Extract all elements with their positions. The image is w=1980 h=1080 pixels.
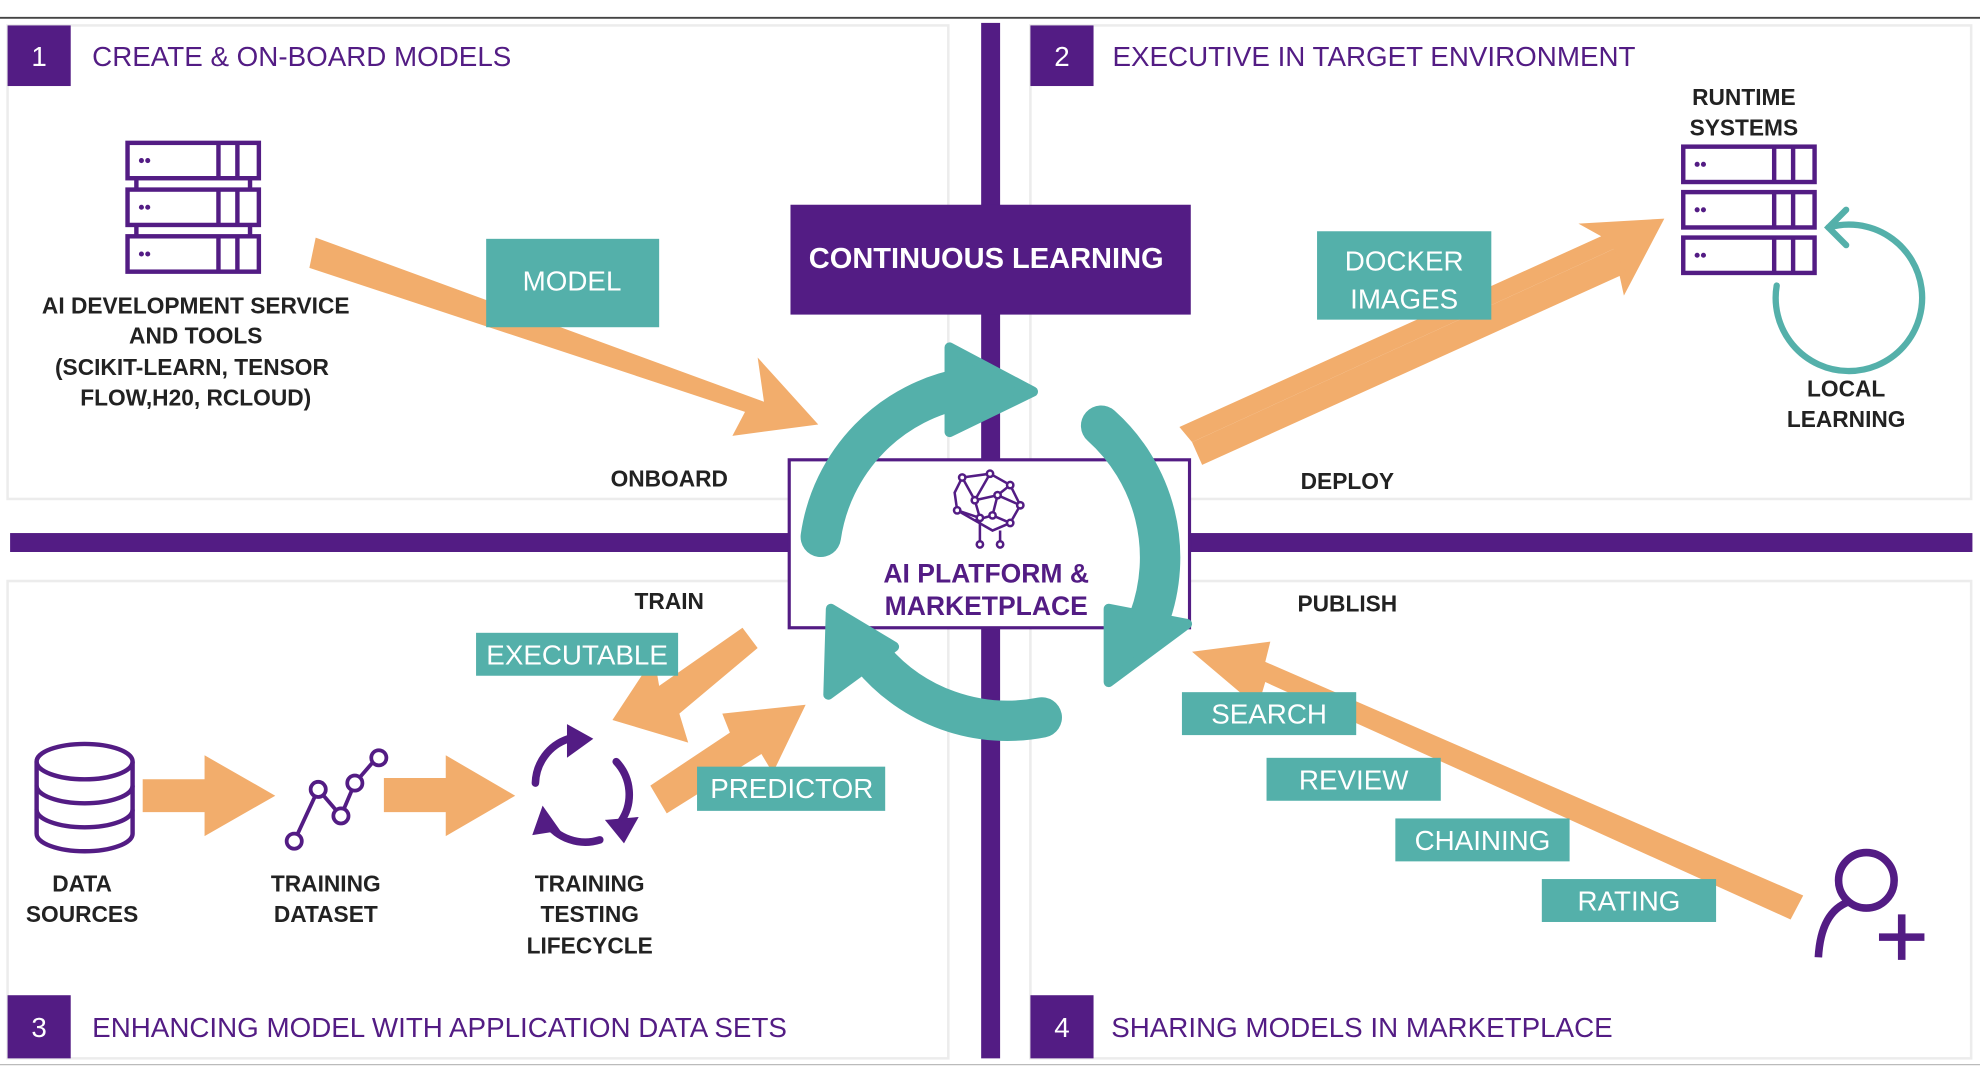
deploy-arrow-shaft	[1192, 248, 1627, 465]
lifecycle-label-line3: LIFECYCLE	[527, 933, 653, 959]
q2-number: 2	[1054, 41, 1069, 72]
q2-heading: 2 EXECUTIVE IN TARGET ENVIRONMENT	[1030, 25, 1636, 87]
cycle-icon	[531, 724, 639, 846]
docker-tag-line2: IMAGES	[1350, 283, 1458, 314]
review-tag	[1266, 757, 1441, 801]
q2-title: EXECUTIVE IN TARGET ENVIRONMENT	[1112, 41, 1635, 72]
predictor-arrow	[650, 704, 806, 814]
q1-number-badge	[7, 25, 71, 87]
review-tag-label: REVIEW	[1299, 764, 1409, 795]
q1-number: 1	[31, 41, 46, 72]
data-sources-label-line1: DATA	[52, 871, 112, 897]
ai-dev-service-label: AI DEVELOPMENT SERVICE AND TOOLS (SCIKIT…	[42, 292, 350, 410]
predictor-tag	[697, 766, 886, 811]
cycle-arrowhead-right	[1103, 603, 1193, 688]
rating-tag	[1541, 879, 1717, 922]
local-learning-loop-icon	[1772, 206, 1926, 375]
svg-text:SYSTEMS: SYSTEMS	[1690, 114, 1799, 140]
docker-tag-line1: DOCKER	[1345, 245, 1464, 276]
lifecycle-label-line2: TESTING	[540, 901, 638, 927]
onboard-label: ONBOARD	[611, 465, 728, 491]
cycle-arrowhead-bottom	[823, 603, 900, 700]
q3-number-badge	[7, 995, 71, 1059]
platform-label-line1: AI PLATFORM &	[883, 558, 1089, 588]
step-labels: DATA SOURCES TRAINING DATASET TRAINING T…	[26, 871, 653, 959]
q4-number: 4	[1054, 1012, 1069, 1043]
cycle-arrowhead-top	[944, 342, 1038, 438]
q4-number-badge	[1030, 995, 1094, 1059]
q4-heading: 4 SHARING MODELS IN MARKETPLACE	[1030, 995, 1613, 1059]
predictor-tag-label: PREDICTOR	[710, 773, 873, 804]
q3-number: 3	[31, 1012, 46, 1043]
runtime-server-stack-icon	[1681, 144, 1817, 276]
q3-title: ENHANCING MODEL WITH APPLICATION DATA SE…	[92, 1012, 787, 1043]
platform-label-line2: MARKETPLACE	[885, 591, 1088, 621]
executable-tag-label: EXECUTABLE	[486, 639, 668, 670]
svg-text:FLOW,H20, RCLOUD): FLOW,H20, RCLOUD)	[80, 385, 311, 411]
search-tag	[1181, 692, 1357, 736]
lifecycle-label-line1: TRAINING	[535, 871, 645, 897]
executable-tag	[476, 632, 679, 676]
docker-images-tag	[1317, 231, 1492, 320]
search-tag-label: SEARCH	[1211, 699, 1327, 730]
database-icon	[34, 741, 135, 854]
add-user-icon	[1814, 848, 1925, 960]
chaining-tag	[1395, 818, 1570, 862]
onboard-arrow	[309, 237, 819, 436]
brain-network-icon	[952, 469, 1025, 549]
continuous-cycle-arrows	[800, 342, 1193, 741]
server-stack-icon	[125, 140, 262, 274]
svg-text:AND TOOLS: AND TOOLS	[129, 323, 262, 349]
executable-arrow	[612, 627, 758, 743]
training-dataset-label-line1: TRAINING	[271, 871, 381, 897]
publish-label: PUBLISH	[1298, 590, 1398, 616]
local-learning-label: LOCAL LEARNING	[1787, 376, 1906, 432]
q3-heading: 3 ENHANCING MODEL WITH APPLICATION DATA …	[7, 995, 787, 1059]
q2-number-badge	[1030, 25, 1094, 87]
model-tag-label: MODEL	[523, 266, 622, 297]
chaining-tag-label: CHAINING	[1415, 825, 1551, 856]
training-dataset-label-line2: DATASET	[274, 901, 378, 927]
q4-title: SHARING MODELS IN MARKETPLACE	[1111, 1012, 1612, 1043]
svg-text:LEARNING: LEARNING	[1787, 406, 1906, 432]
svg-text:AI DEVELOPMENT SERVICE: AI DEVELOPMENT SERVICE	[42, 292, 350, 318]
model-tag	[486, 238, 660, 328]
runtime-label: RUNTIME SYSTEMS	[1690, 84, 1799, 140]
cycle-arrow-right	[1080, 405, 1181, 640]
svg-text:RUNTIME: RUNTIME	[1692, 84, 1796, 110]
rating-tag-label: RATING	[1578, 886, 1681, 917]
line-chart-icon	[284, 748, 389, 851]
svg-text:(SCIKIT-LEARN, TENSOR: (SCIKIT-LEARN, TENSOR	[55, 354, 329, 380]
deploy-arrow	[1179, 218, 1665, 443]
svg-text:LOCAL: LOCAL	[1807, 376, 1885, 402]
cycle-arrow-top	[800, 367, 987, 558]
train-label: TRAIN	[635, 588, 704, 614]
cycle-arrow-bottom	[851, 636, 1062, 741]
q4-tags: SEARCH REVIEW CHAINING RATING	[1181, 692, 1717, 922]
continuous-learning-box	[790, 204, 1191, 315]
q1-title: CREATE & ON-BOARD MODELS	[92, 41, 511, 72]
q1-heading: 1 CREATE & ON-BOARD MODELS	[7, 25, 511, 87]
dataset-to-lifecycle-arrow	[383, 755, 516, 837]
data-to-dataset-arrow	[142, 755, 276, 837]
deploy-label: DEPLOY	[1301, 468, 1394, 494]
data-sources-label-line2: SOURCES	[26, 901, 138, 927]
continuous-learning-label: CONTINUOUS LEARNING	[809, 243, 1164, 275]
